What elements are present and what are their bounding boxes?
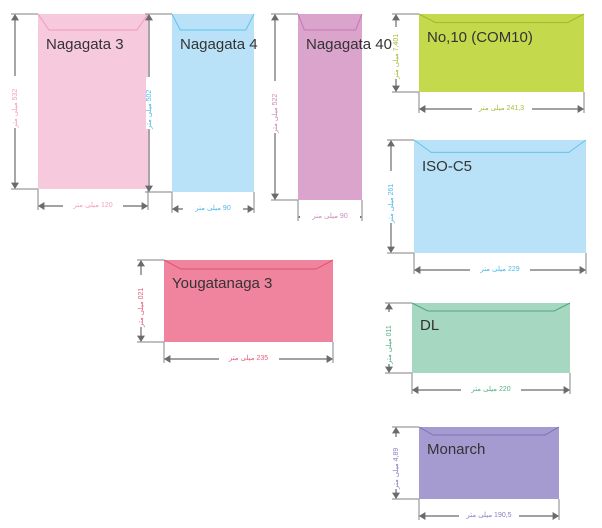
envelope-flap-line [418,426,560,436]
dimension-arrowhead [385,366,393,373]
dimension-arrowhead [326,355,333,363]
dimension-arrowhead [145,14,153,21]
height-label-backdrop [393,27,400,79]
envelope-name-label: Nagagata 3 [46,36,124,53]
dimension-arrowhead [392,492,400,499]
envelope-body-rect [172,14,254,192]
envelope-name-label: ISO-C5 [422,158,473,176]
envelope-graphic [297,13,363,200]
dimension-arrowhead [141,202,148,210]
envelope-graphic [411,302,571,373]
envelope-graphic [37,13,149,189]
envelope-flap-line [37,13,149,31]
width-dimension-label: 90 میلی متر [183,204,243,213]
envelope-body-rect [414,140,586,253]
envelope-shape [37,13,149,189]
envelope-shape [411,302,571,373]
envelope-graphic [418,426,560,499]
dimension-arrowhead [419,105,426,113]
dimension-arrowhead [137,260,145,267]
envelope-name-label: Nagagata 40 [306,36,392,53]
envelope-body-rect [164,260,333,342]
dimension-arrowhead [392,85,400,92]
dimension-arrowhead [145,185,153,192]
envelope-name-label: DL [420,317,440,334]
height-label-backdrop [138,275,145,327]
dimension-arrowhead [392,14,400,21]
envelope-shape [418,13,585,92]
envelope-shape [297,13,363,200]
envelope-name-label: No,10 (COM10) [427,28,533,46]
envelope-flap-line [163,259,334,270]
width-dimension-label: 190,5 میلی متر [459,511,519,520]
envelope-shape [418,426,560,499]
width-dimension-label: 120 میلی متر [63,201,123,210]
dimension-arrowhead [419,512,426,520]
envelope-body-rect [298,14,362,200]
envelope-body-rect [419,14,584,92]
dimension-arrowhead [38,202,45,210]
envelope-flap-line [171,13,255,31]
width-dimension-label: 220 میلی متر [461,385,521,394]
envelope-body-rect [419,427,559,499]
dimension-arrowhead [387,246,395,253]
dimension-arrowhead [392,427,400,434]
envelope-body-rect [38,14,148,189]
dimension-arrowhead [247,205,254,213]
envelope-name-label: Monarch [427,441,486,458]
dimension-arrowhead [385,303,393,310]
width-dimension-label: 241,3 میلی متر [471,104,532,113]
envelope-body-rect [412,303,570,373]
envelope-shape [171,13,255,192]
height-label-backdrop [272,81,279,133]
envelope-shape [413,139,587,253]
envelope-flap-line [297,13,363,31]
dimension-arrowhead [577,105,584,113]
dimension-arrowhead [552,512,559,520]
envelope-flap-line [418,13,585,24]
height-label-backdrop [146,77,153,129]
dimension-arrowhead [412,386,419,394]
dimension-arrowhead [11,182,19,189]
height-label-backdrop [388,170,395,223]
envelope-name-label: Yougatanaga 3 [172,275,273,293]
width-dimension-label: 235 میلی متر [218,354,279,363]
height-label-backdrop [393,437,400,489]
dimension-arrowhead [271,193,279,200]
envelope-name-label: Nagagata 4 [180,36,258,53]
envelope-flap-line [413,139,587,153]
envelope-flap-line [411,302,571,312]
dimension-arrowhead [563,386,570,394]
envelope-graphic [163,259,334,342]
height-label-backdrop [12,75,19,128]
envelope-graphic [418,13,585,92]
dimension-arrowhead [164,355,171,363]
envelope-shape [163,259,334,342]
height-dimension-label: 120 میلی متر [138,287,145,327]
height-label-backdrop [386,312,393,364]
dimension-arrowhead [387,140,395,147]
dimension-arrowhead [579,266,586,274]
dimension-arrowhead [137,335,145,342]
dimension-arrowhead [11,14,19,21]
dimension-arrowhead [271,14,279,21]
dimension-arrowhead [414,266,421,274]
width-dimension-label: 90 میلی متر [300,212,360,221]
envelope-graphic [413,139,587,253]
dimension-arrowhead [172,205,179,213]
envelope-graphic [171,13,255,192]
width-dimension-label: 229 میلی متر [470,265,530,274]
